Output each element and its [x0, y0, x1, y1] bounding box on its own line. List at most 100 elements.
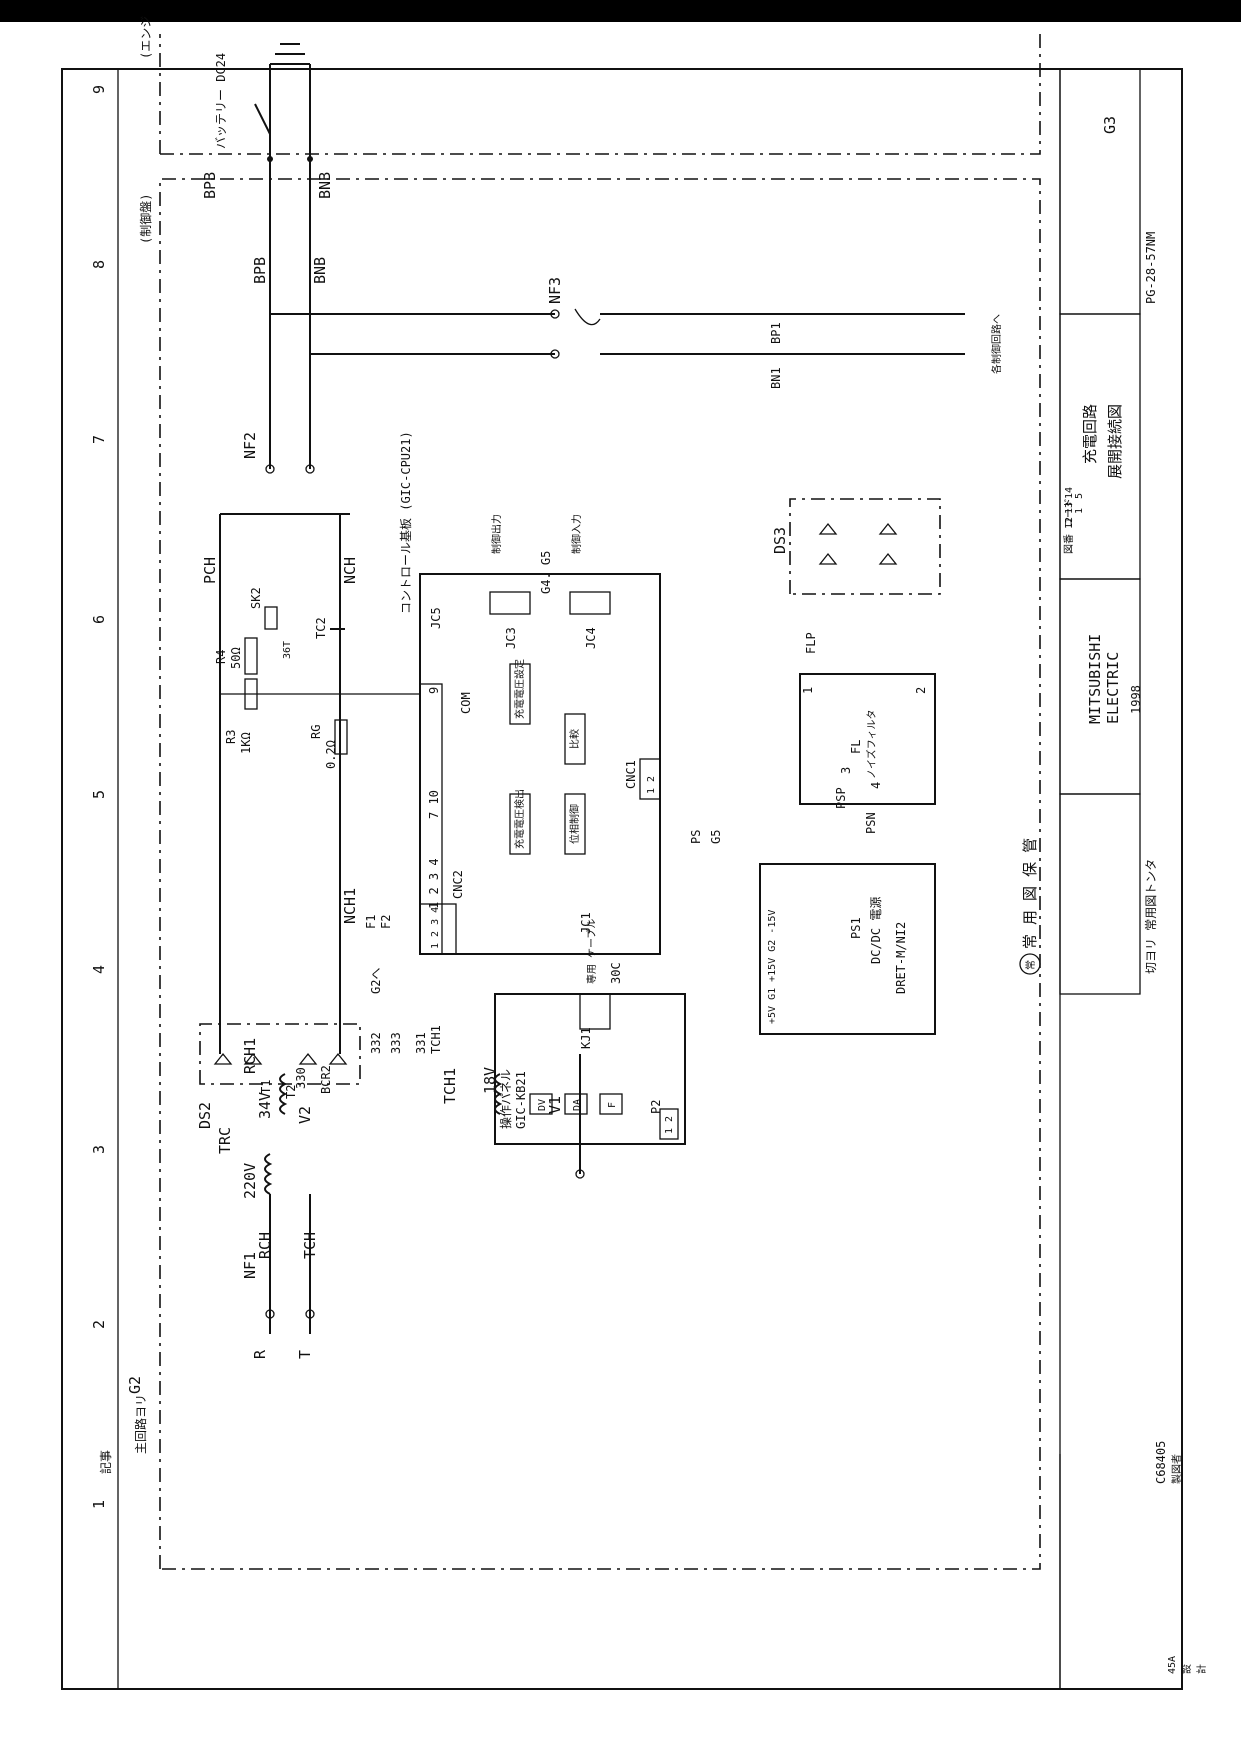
- phase-label: 位相制御: [568, 804, 581, 844]
- grid-number-6: 6: [90, 615, 108, 624]
- title-block: PG-28-57NM G3 充電回路 展開接続図 MITSUBISHI ELEC…: [98, 68, 1208, 1689]
- r3-label: R3: [224, 730, 238, 744]
- bnb-label: BNB: [311, 257, 329, 284]
- ds2-label: DS2: [196, 1102, 214, 1129]
- bottom-b-label: 設: [1180, 1664, 1193, 1674]
- bpb-top-label: BPB: [201, 172, 219, 199]
- code-cell-13: 13: [1064, 502, 1075, 514]
- ps1-label: PS1: [849, 917, 863, 939]
- bottom-c-label: 計: [1195, 1664, 1208, 1674]
- bcr2-label: BCR2: [319, 1065, 333, 1094]
- jc1-label: JC1: [579, 912, 593, 934]
- jc5-pin1234: 1 2 3 4: [427, 858, 441, 909]
- code-cell-12: 12: [1064, 517, 1075, 529]
- bp1-label: BP1: [769, 322, 783, 344]
- psn-label: PSN: [864, 812, 878, 834]
- panel-model-label: GIC-KB21: [514, 1071, 528, 1129]
- pch-label: PCH: [201, 557, 219, 584]
- title-line2: 展開接続図: [1106, 404, 1124, 479]
- control-panel-region: [159, 178, 1041, 1570]
- left-strip-label: 記事: [98, 1450, 113, 1474]
- ps-label: PS: [689, 830, 703, 844]
- cnc2-pins: 1 2 3 4: [430, 907, 441, 949]
- rch-label: RCH: [256, 1232, 274, 1259]
- nch1-label: NCH1: [341, 888, 359, 924]
- nf2-label: NF2: [241, 432, 259, 459]
- outer-frame: [61, 68, 1183, 1690]
- jc5-pin710: 7 10: [427, 790, 441, 819]
- sk2-label: SK2: [249, 587, 263, 609]
- grid-number-7: 7: [90, 435, 108, 444]
- company-line2: ELECTRIC: [1104, 652, 1122, 724]
- title-line1: 充電回路: [1081, 404, 1099, 464]
- jc5-pin9: 9: [427, 687, 441, 694]
- fl-pin1: 1: [801, 687, 815, 694]
- rg-label: RG: [309, 725, 323, 739]
- code-label: 図番 コード: [1063, 498, 1075, 554]
- stamp-mark: 常: [1024, 960, 1037, 970]
- grid-number-3: 3: [90, 1145, 108, 1154]
- company-line1: MITSUBISHI: [1086, 634, 1104, 724]
- nch-label: NCH: [341, 557, 359, 584]
- g2-label: G2: [126, 1376, 144, 1394]
- 36t-label: 36T: [282, 641, 293, 659]
- grid-number-9: 9: [90, 85, 108, 94]
- grid-number-8: 8: [90, 260, 108, 269]
- bottom-a-label: 45A: [1167, 1656, 1178, 1674]
- code-cell-14: 14: [1064, 487, 1075, 499]
- engine-region: [159, 34, 1041, 155]
- panel-label: 操作パネル: [498, 1069, 513, 1129]
- drawing-year: 1998: [1129, 685, 1143, 714]
- bn1-label: BN1: [769, 367, 783, 389]
- v-detect-label: 充電電圧検出: [513, 789, 526, 849]
- f2-label: F2: [379, 915, 393, 929]
- com-label: COM: [459, 692, 473, 714]
- trc-label: TRC: [216, 1127, 234, 1154]
- p2-label: P2: [649, 1100, 663, 1114]
- cpu-board-label: コントロール基板 (GIC-CPU21): [399, 431, 413, 614]
- t1-label: T1: [259, 1080, 273, 1094]
- fl-label: FL: [849, 740, 863, 754]
- rch1-label: RCH1: [241, 1038, 259, 1074]
- r4-label: R4: [214, 650, 228, 664]
- control-region-label: (制御盤): [138, 194, 153, 244]
- g4g5-label: G4. G5: [539, 551, 553, 594]
- w333-label: 333: [389, 1032, 403, 1054]
- grid-number-2: 2: [90, 1320, 108, 1329]
- flp-label: FLP: [804, 632, 818, 654]
- r3-value: 1KΩ: [239, 732, 253, 754]
- v1-label: V1: [546, 1096, 564, 1114]
- cnc1-label: CNC1: [624, 760, 638, 789]
- cnc2-label: CNC2: [451, 870, 465, 899]
- code-val-5: 5: [1074, 493, 1085, 499]
- r4-value: 50Ω: [229, 647, 243, 669]
- w330-label: 330: [294, 1067, 308, 1089]
- ctrl-out-label: 制御出力: [490, 514, 503, 554]
- v34-label: 34V: [256, 1092, 274, 1119]
- engine-region-label: (エンジ: [139, 16, 153, 59]
- bnb-top-label: BNB: [316, 172, 334, 199]
- t2-label: T2: [284, 1085, 298, 1099]
- ds3-label: DS3: [771, 527, 789, 554]
- v-set-label: 充電電圧設定: [513, 659, 526, 719]
- dv-label: DV: [537, 1099, 548, 1111]
- w331-label: 331: [414, 1032, 428, 1054]
- battery-bus: バッテリー DC24 BPB BNB BPB BNB NF3 BP1 BN1 各…: [201, 43, 1003, 515]
- grid-number-1: 1: [90, 1500, 108, 1509]
- code-val-1: 1: [1074, 508, 1085, 514]
- cnc1-pins: 1 2: [646, 776, 657, 794]
- jc4-label: JC4: [584, 627, 598, 649]
- main-circuit-label: 主回路ヨリ: [133, 1394, 148, 1454]
- grid-numbers: 9 8 7 6 5 4 3 2 1: [90, 85, 108, 1509]
- f1-label: F1: [364, 915, 378, 929]
- w332-label: 332: [369, 1032, 383, 1054]
- v18-label: 18V: [481, 1067, 499, 1094]
- fl-pin2: 2: [914, 687, 928, 694]
- tch1-bottom-label: TCH1: [441, 1068, 459, 1104]
- ps1-model-label: DRET-M/NI2: [894, 922, 908, 994]
- nf3-label: NF3: [546, 277, 564, 304]
- jc5-label: JC5: [429, 607, 443, 629]
- psp-label: PSP: [834, 787, 848, 809]
